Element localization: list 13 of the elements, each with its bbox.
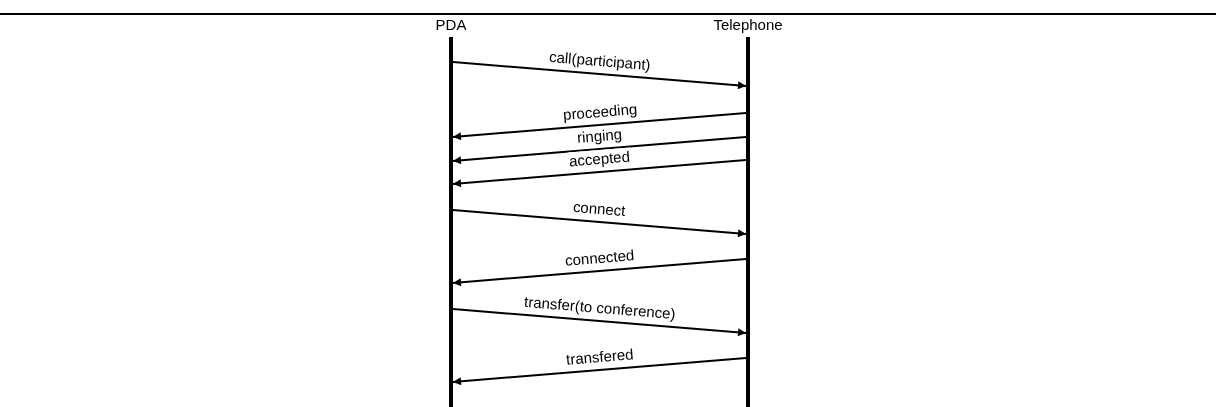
lifeline-label: Telephone	[712, 16, 784, 33]
message-arrow	[452, 159, 747, 188]
message-arrow	[452, 112, 747, 141]
message-label: accepted	[567, 147, 632, 170]
message-arrow	[452, 209, 747, 238]
message-arrow	[452, 357, 747, 386]
message-arrow	[452, 136, 747, 165]
message-arrow	[452, 61, 747, 90]
message-arrow	[452, 308, 747, 337]
message-label: transfered	[563, 345, 635, 368]
message-label: connected	[563, 246, 636, 269]
lifeline-label: PDA	[434, 16, 468, 33]
message-arrow	[452, 258, 747, 287]
